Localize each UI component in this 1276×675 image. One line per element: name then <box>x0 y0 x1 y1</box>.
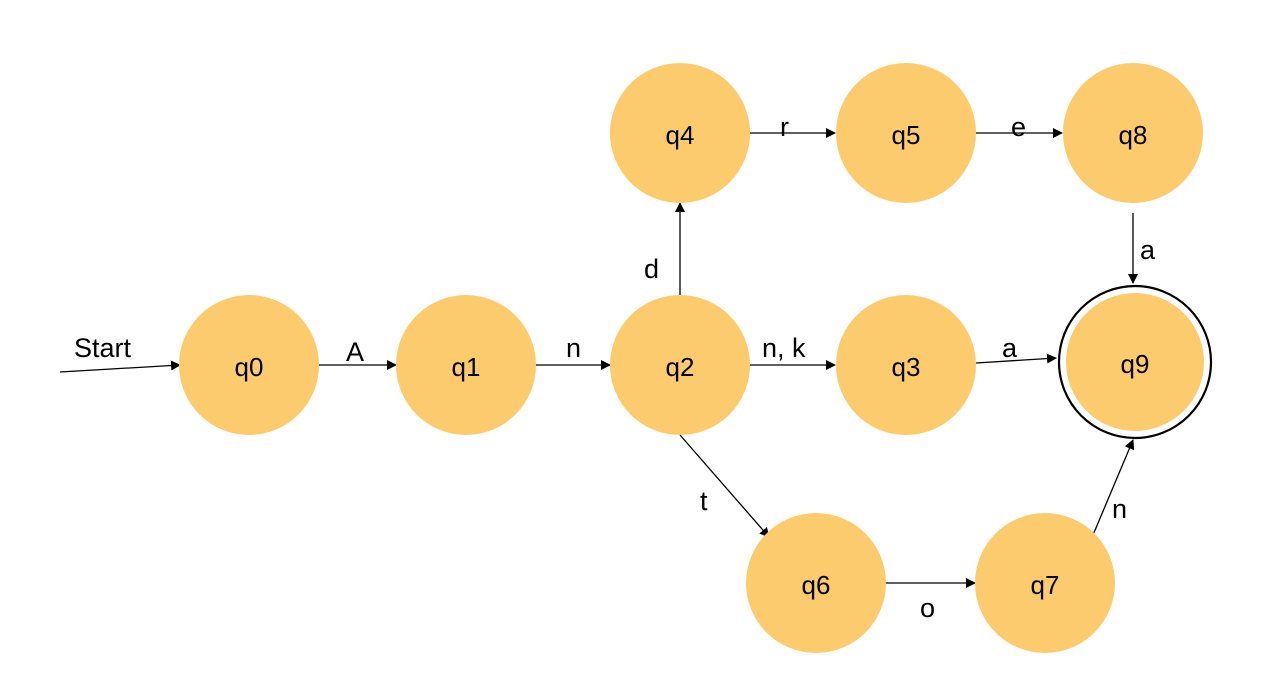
label-q2-q3: n, k <box>762 333 806 363</box>
label-q4-q5: r <box>780 112 789 142</box>
state-q0-label: q0 <box>235 352 264 382</box>
state-q5: q5 <box>836 63 976 203</box>
state-q0: q0 <box>179 295 319 435</box>
label-q0-q1: A <box>346 337 364 367</box>
label-q7-q9: n <box>1112 494 1127 524</box>
edge-q7-q9 <box>1092 439 1135 536</box>
state-q5-label: q5 <box>892 120 921 150</box>
edge-q2-q6 <box>679 434 770 538</box>
start-arrow <box>59 360 181 373</box>
state-q6: q6 <box>746 513 886 653</box>
start-label: Start <box>74 333 132 363</box>
state-q9-accepting: q9 <box>1057 284 1213 440</box>
label-q3-q9: a <box>1002 333 1018 363</box>
state-q1-label: q1 <box>452 352 481 382</box>
state-q4-label: q4 <box>666 120 695 150</box>
state-q2: q2 <box>610 295 750 435</box>
edge-q3-q9 <box>975 353 1057 364</box>
label-q1-q2: n <box>566 333 581 363</box>
state-q8-label: q8 <box>1119 120 1148 150</box>
state-q3: q3 <box>836 295 976 435</box>
state-q7-label: q7 <box>1031 570 1060 600</box>
state-q2-label: q2 <box>666 352 695 382</box>
state-q8: q8 <box>1063 63 1203 203</box>
state-q3-label: q3 <box>892 352 921 382</box>
label-q6-q7: o <box>920 593 935 623</box>
label-q8-q9: a <box>1140 235 1156 265</box>
state-q9-label: q9 <box>1121 349 1150 379</box>
label-q2-q6: t <box>700 486 708 516</box>
label-q2-q4: d <box>644 254 659 284</box>
state-q1: q1 <box>396 295 536 435</box>
state-q6-label: q6 <box>802 570 831 600</box>
state-q7: q7 <box>975 513 1115 653</box>
label-q5-q8: e <box>1011 112 1026 142</box>
accept-ring <box>1057 284 1213 440</box>
state-q4: q4 <box>610 63 750 203</box>
